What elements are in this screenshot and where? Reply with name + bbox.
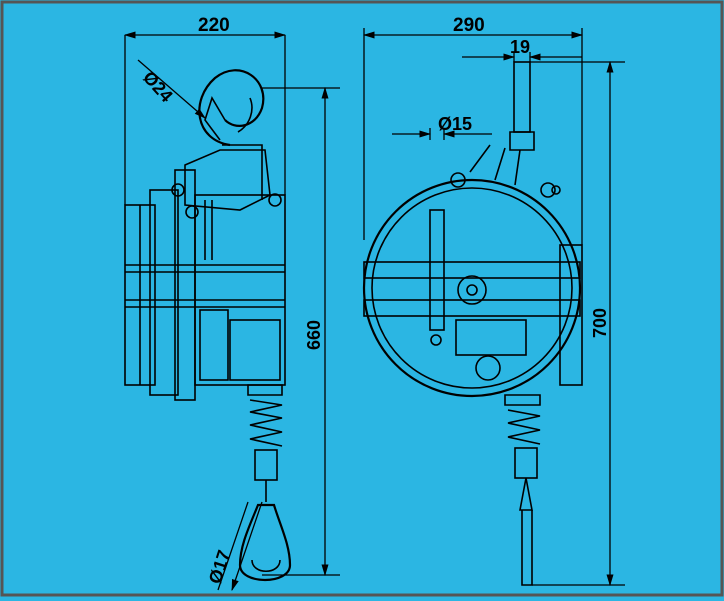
side-spring (249, 399, 283, 447)
dim-front-width: 290 (453, 15, 485, 36)
front-cable-end (521, 510, 533, 586)
dim-side-height: 660 (304, 320, 324, 350)
side-body (194, 194, 286, 386)
side-carabiner (238, 503, 292, 582)
dim-side-width: 220 (198, 15, 230, 36)
front-slot (429, 209, 445, 331)
front-view (362, 61, 583, 586)
front-hub (457, 275, 487, 305)
side-clamp (254, 449, 278, 481)
front-band-upper (363, 261, 581, 279)
dim-hook-diameter: Ø24 (139, 67, 177, 106)
front-drum-outer (362, 178, 582, 398)
dim-hole-diameter: Ø15 (438, 114, 472, 134)
front-clamp (514, 447, 538, 479)
side-hook (198, 69, 265, 147)
front-top-eye (513, 61, 531, 133)
side-housing-mid (149, 189, 179, 396)
dim-carabiner-diameter: Ø17 (205, 548, 235, 587)
front-dimensions (362, 28, 625, 587)
front-spring (507, 409, 541, 445)
side-view (124, 69, 292, 582)
carabiner-leader-line (231, 501, 263, 592)
side-dimensions (123, 31, 340, 592)
dim-top-offset: 19 (510, 37, 530, 57)
hook-leader-line (137, 59, 206, 119)
front-band-lower (363, 299, 581, 317)
dim-front-height: 700 (590, 308, 610, 338)
